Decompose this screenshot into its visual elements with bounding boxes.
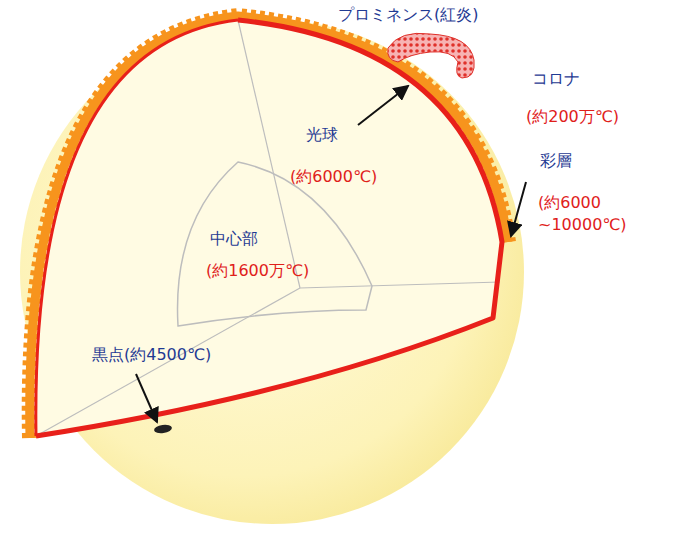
prominence: [388, 33, 475, 78]
chromosphere-band: [30, 16, 508, 438]
photosphere-line: [36, 20, 238, 436]
corona-label: コロナ: [532, 68, 580, 90]
core-region: 中心部 (約1600万℃): [176, 160, 376, 332]
photosphere-line: [36, 20, 502, 436]
core-label: 中心部: [210, 228, 258, 250]
wedge-line: [300, 282, 500, 288]
corona-edge: [30, 16, 508, 438]
cutaway-face: [36, 20, 502, 436]
core-outline: [176, 160, 376, 332]
sunspot-label: 黒点(約4500℃): [92, 344, 211, 366]
temperature-label: (約1600万℃): [206, 260, 309, 282]
temperature-label: (約6000 ~10000℃): [538, 192, 668, 235]
photosphere-label: 光球: [306, 124, 338, 146]
temperature-label: (約6000℃): [290, 166, 377, 188]
sunspot: [154, 424, 173, 434]
core-outline-path: [178, 162, 373, 326]
leader-arrow: [511, 182, 526, 236]
leader-arrow: [358, 86, 408, 125]
prominence-label: プロミネンス(紅炎): [338, 4, 478, 26]
chromosphere-label: 彩層: [540, 150, 572, 172]
leader-arrow: [136, 374, 157, 422]
temperature-label: (約200万℃): [526, 106, 619, 128]
